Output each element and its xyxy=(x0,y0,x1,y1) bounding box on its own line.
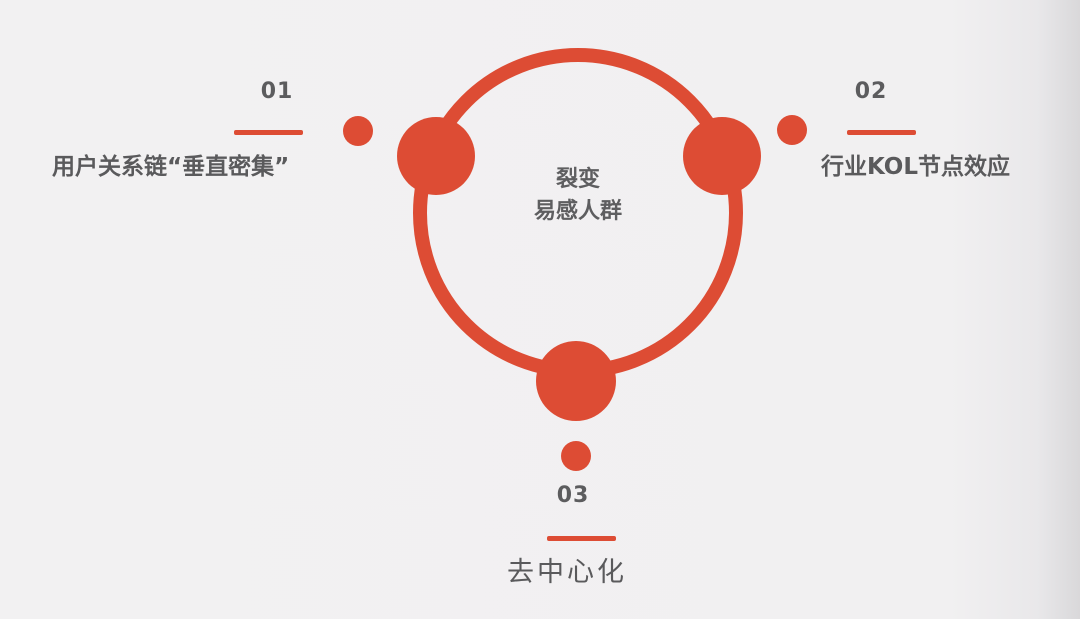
node-label-02: 行业KOL节点效应 xyxy=(821,154,1010,180)
satellite-dot-02 xyxy=(777,115,807,145)
node-number-01: 01 xyxy=(260,79,294,104)
satellite-dot-01 xyxy=(343,116,373,146)
node-label-01: 用户关系链“垂直密集” xyxy=(52,154,290,180)
center-title: 裂变 易感人群 xyxy=(534,164,622,228)
satellite-dot-03 xyxy=(561,441,591,471)
ring-node-01 xyxy=(397,117,475,195)
ring-node-03 xyxy=(536,341,616,421)
node-label-03: 去中心化 xyxy=(507,557,627,588)
node-underline-03 xyxy=(547,536,616,541)
ring-node-02 xyxy=(683,117,761,195)
node-number-02: 02 xyxy=(854,79,888,104)
node-underline-01 xyxy=(234,130,303,135)
node-number-03: 03 xyxy=(556,483,590,508)
center-title-line2: 易感人群 xyxy=(533,199,623,224)
center-title-line1: 裂变 xyxy=(555,167,601,192)
node-underline-02 xyxy=(847,130,916,135)
